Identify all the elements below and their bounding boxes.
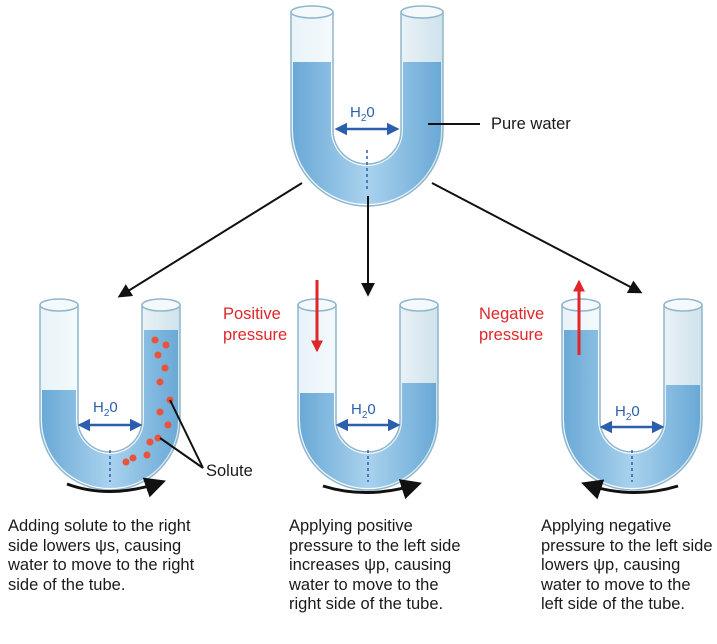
h2o-label-top: H20 [350,104,375,124]
u-tube-pure-water: H20 [290,5,444,207]
u-tube-positive-pressure: H20 [297,298,439,491]
solute-particles [122,336,174,466]
h2o-label-right: H20 [615,403,640,423]
caption-positive-pressure: Applying positive pressure to the left s… [289,517,461,613]
arrow-to-left [117,182,303,298]
h2o-label-left: H20 [93,399,118,419]
positive-pressure-label: Positive pressure [223,305,288,344]
solute-leader-2 [169,399,204,469]
solute-label: Solute [206,462,253,480]
u-tube-negative-pressure: H20 [561,298,703,491]
flow-arrow-right [581,479,679,500]
caption-negative-pressure: Applying negative pressure to the left s… [541,517,713,613]
flow-arrow-middle [322,479,423,500]
u-tube-solute: H20 [39,298,181,491]
pure-water-label: Pure water [491,115,571,133]
caption-solute: Adding solute to the right side lowers ψ… [8,517,195,594]
arrow-to-right [431,182,643,294]
solute-leader-1 [159,437,204,469]
negative-pressure-label: Negative pressure [479,305,545,344]
flow-arrow-left [66,477,166,498]
h2o-label-middle: H20 [351,401,376,421]
